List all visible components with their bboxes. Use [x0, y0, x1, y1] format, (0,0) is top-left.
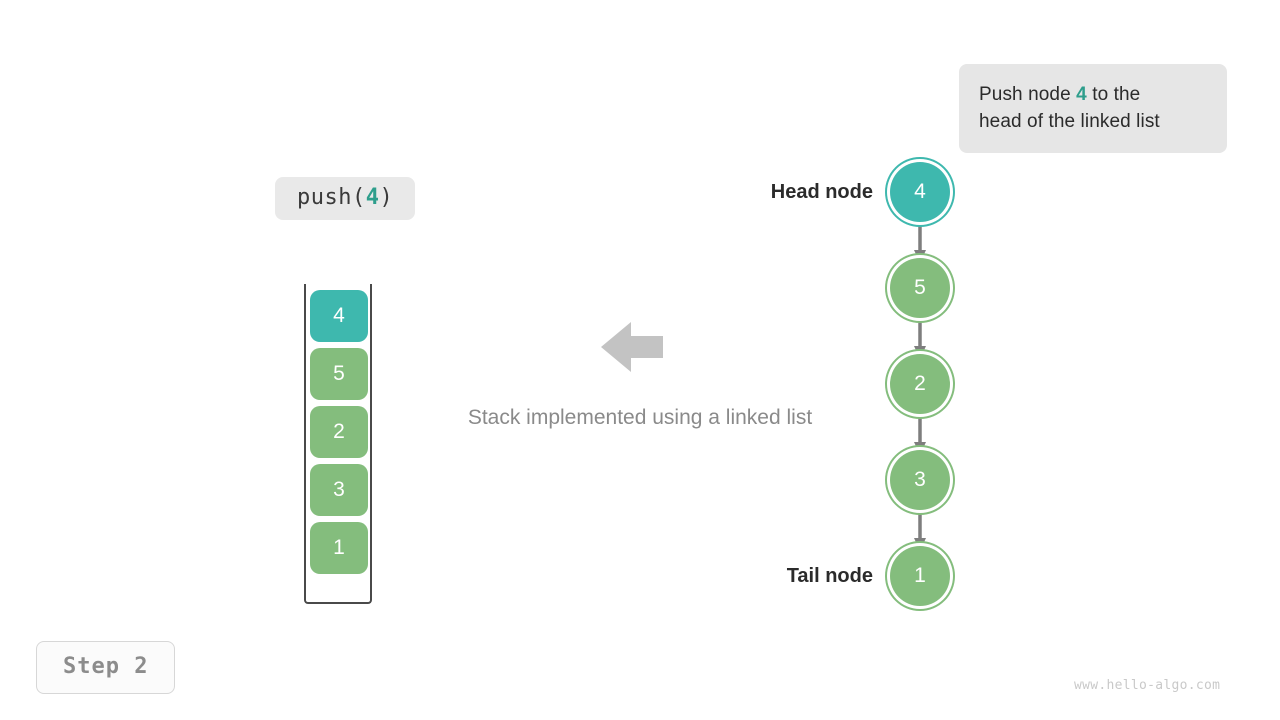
stack-cell: 5 [310, 348, 368, 400]
stack-visual: 4 5 2 3 1 [300, 280, 380, 610]
linked-list-visual: 4 5 2 3 1 Head node Tail node [740, 150, 1000, 620]
operation-argument: 4 [365, 185, 380, 210]
stack-cell-value: 2 [333, 420, 345, 443]
callout-line1-suffix: to the [1086, 84, 1141, 105]
stack-cell-value: 3 [333, 478, 345, 501]
callout-line1-accent: 4 [1076, 84, 1087, 105]
linked-list-node: 5 [890, 258, 950, 318]
stack-cell: 4 [310, 290, 368, 342]
node-link-arrow-icon [913, 224, 927, 264]
stack-cell-value: 4 [333, 304, 345, 327]
linked-list-node: 2 [890, 354, 950, 414]
node-link-arrow-icon [913, 416, 927, 456]
callout-line2: head of the linked list [979, 111, 1160, 132]
stack-caption: Stack implemented using a linked list [467, 406, 813, 429]
callout-tooltip: Push node 4 to the head of the linked li… [959, 64, 1227, 153]
linked-list-node-value: 2 [914, 372, 926, 395]
linked-list-node-value: 5 [914, 276, 926, 299]
stack-container-outline [304, 284, 372, 604]
tail-node-label: Tail node [786, 565, 873, 587]
step-badge: Step 2 [36, 641, 176, 694]
callout-line1-prefix: Push node [979, 84, 1077, 105]
head-node-label: Head node [770, 181, 873, 203]
stack-cell-value: 5 [333, 362, 345, 385]
linked-list-node-value: 4 [914, 180, 926, 203]
stack-cell: 2 [310, 406, 368, 458]
linked-list-node-value: 3 [914, 468, 926, 491]
node-link-arrow-icon [913, 512, 927, 552]
stack-cell: 1 [310, 522, 368, 574]
operation-suffix: ) [379, 185, 394, 210]
linked-list-node: 3 [890, 450, 950, 510]
operation-prefix: push( [297, 185, 366, 210]
node-link-arrow-icon [913, 320, 927, 360]
watermark: www.hello-algo.com [1074, 678, 1221, 693]
operation-chip: push(4) [275, 177, 416, 220]
linked-list-node: 1 [890, 546, 950, 606]
linked-list-node-value: 1 [914, 564, 926, 587]
stack-cell: 3 [310, 464, 368, 516]
linked-list-node: 4 [890, 162, 950, 222]
left-arrow-icon [601, 322, 663, 372]
stack-cell-value: 1 [333, 536, 345, 559]
